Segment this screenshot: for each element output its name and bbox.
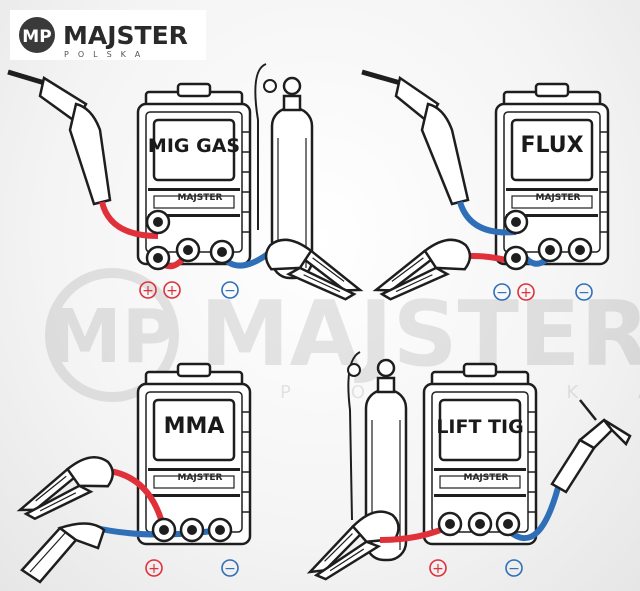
gas-hose xyxy=(254,63,267,230)
polarity-sign: − xyxy=(578,285,590,301)
logo-name: MAJSTER xyxy=(63,21,188,50)
socket-positive xyxy=(145,245,171,271)
tig-torch xyxy=(550,399,632,494)
socket-negative xyxy=(537,237,563,263)
machine-brand: MAJSTER xyxy=(178,193,223,203)
polarity-markers: + + − xyxy=(139,281,239,299)
panel-flux: FLUX MAJSTER − + − xyxy=(361,69,610,305)
mode-label: MMA xyxy=(164,414,225,439)
socket-negative xyxy=(495,511,521,537)
polarity-sign: − xyxy=(508,561,520,577)
polarity-sign: − xyxy=(224,283,236,299)
panel-lift-tig: LIFT TIG MAJSTER + − xyxy=(298,351,632,586)
torch-handle xyxy=(68,102,112,206)
watermark-mark: MP xyxy=(48,294,176,380)
welder-machine xyxy=(494,82,610,266)
polarity-sign: + xyxy=(148,561,160,577)
welder-machine xyxy=(136,362,252,546)
socket-middle xyxy=(467,511,493,537)
socket-negative-2 xyxy=(567,237,593,263)
panel-mig-gas: MIG GAS MAJSTER + + − xyxy=(7,63,369,305)
socket-negative xyxy=(209,239,235,265)
majster-logo: MP MAJSTER POLSKA xyxy=(10,10,206,60)
electrode-holder xyxy=(20,522,106,584)
polarity-markers: − + − xyxy=(493,283,593,301)
polarity-markers: + − xyxy=(429,559,523,577)
torch-nozzle xyxy=(7,69,49,87)
socket-positive xyxy=(437,511,463,537)
polarity-sign: + xyxy=(432,561,444,577)
mode-label: MIG GAS xyxy=(148,135,240,157)
socket-torch xyxy=(503,209,529,235)
polarity-markers: + − xyxy=(145,559,239,577)
watermark-name: MAJSTER xyxy=(200,282,640,387)
torch-cable-negative xyxy=(457,201,517,236)
logo-sub: POLSKA xyxy=(64,50,149,59)
polarity-sign: − xyxy=(224,561,236,577)
polarity-sign: + xyxy=(142,283,154,299)
polarity-sign: − xyxy=(496,285,508,301)
mode-label: LIFT TIG xyxy=(436,416,523,438)
socket-positive xyxy=(503,245,529,271)
polarity-sign: + xyxy=(520,285,532,301)
machine-brand: MAJSTER xyxy=(536,193,581,203)
panel-mma: MMA MAJSTER + − xyxy=(10,362,252,584)
background-watermark: MP MAJSTER POLSKA xyxy=(45,268,640,403)
socket-positive-2 xyxy=(175,237,201,263)
polarity-sign: + xyxy=(166,283,178,299)
socket-positive xyxy=(151,517,177,543)
socket-middle xyxy=(179,517,205,543)
torch-handle xyxy=(420,102,470,206)
mode-label: FLUX xyxy=(520,133,583,158)
torch-nozzle xyxy=(361,69,405,87)
logo-mark: MP xyxy=(22,27,51,47)
socket-torch xyxy=(145,209,171,235)
machine-brand: MAJSTER xyxy=(178,473,223,483)
socket-negative xyxy=(207,517,233,543)
torch-cable-negative xyxy=(505,479,563,542)
torch-cable-positive xyxy=(99,201,159,239)
earth-clamp xyxy=(10,449,120,525)
machine-brand: MAJSTER xyxy=(464,473,509,483)
